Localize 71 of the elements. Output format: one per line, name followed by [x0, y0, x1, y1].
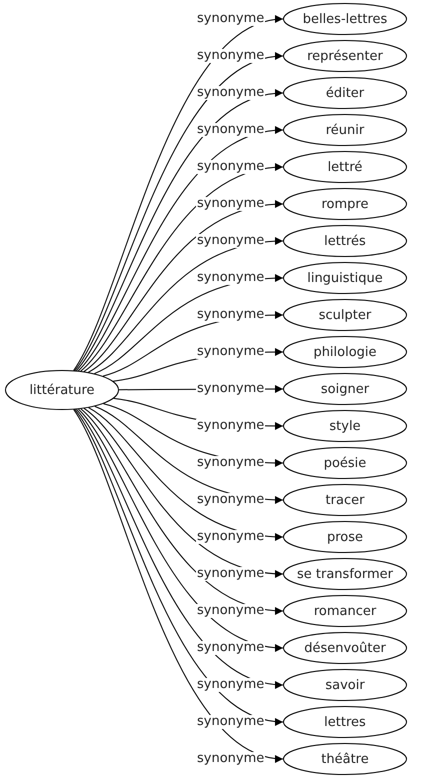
arrow — [88, 238, 284, 373]
arrow — [84, 408, 284, 578]
node-label: soigner — [320, 382, 370, 396]
edge-label: synonyme — [196, 160, 266, 174]
edge-label: synonyme — [196, 493, 266, 507]
ellipse-node — [283, 336, 407, 368]
ellipse-node — [283, 262, 407, 294]
node-label: prose — [326, 530, 364, 544]
ellipse-node — [283, 706, 407, 738]
edge-label: synonyme — [196, 12, 266, 26]
edge-label: synonyme — [196, 382, 266, 396]
node-label: se transformer — [297, 566, 393, 582]
node-label: linguistique — [307, 270, 383, 286]
ellipse-node — [283, 225, 407, 257]
ellipse-node — [283, 558, 407, 590]
edge-label: synonyme — [196, 752, 266, 766]
ellipse-node — [283, 669, 407, 701]
arrow — [88, 407, 284, 540]
ellipse-node — [283, 373, 407, 405]
ellipse-node — [283, 3, 407, 35]
node-label: style — [329, 418, 361, 434]
arrow — [83, 200, 284, 372]
node-label: représenter — [307, 48, 383, 64]
edge-label: synonyme — [196, 271, 266, 285]
edge-label: synonyme — [196, 678, 266, 692]
edge-label: synonyme — [196, 234, 266, 248]
node-label: sculpter — [318, 308, 372, 322]
node-label: belles-lettres — [302, 12, 388, 26]
ellipse-node — [283, 40, 407, 72]
edge-label: synonyme — [196, 308, 266, 322]
ellipse-node — [283, 114, 407, 146]
node-label: savoir — [325, 678, 365, 692]
arrow — [80, 164, 284, 372]
arrow — [80, 408, 284, 614]
node-label: romancer — [314, 604, 376, 618]
node-label: poésie — [324, 456, 366, 470]
node-label: littérature — [29, 382, 95, 398]
ellipse-node — [283, 151, 407, 183]
edge-label: synonyme — [196, 567, 266, 581]
node-label: philologie — [313, 344, 377, 360]
ellipse-node — [283, 447, 407, 479]
edge-label: synonyme — [196, 456, 266, 470]
edge-label: synonyme — [196, 123, 266, 137]
edge-label: synonyme — [196, 604, 266, 618]
edge-label: synonyme — [196, 530, 266, 544]
ellipse-node — [283, 410, 407, 442]
ellipse-node — [283, 521, 407, 553]
edge-label: synonyme — [196, 49, 266, 63]
ellipse-node — [283, 299, 407, 331]
edge-label: synonyme — [196, 197, 266, 211]
ellipse-node — [283, 77, 407, 109]
edge-label: synonyme — [196, 345, 266, 359]
node-label: désenvoûter — [304, 640, 386, 656]
ellipse-node — [283, 188, 407, 220]
edge-label: synonyme — [196, 86, 266, 100]
edge-label: synonyme — [196, 419, 266, 433]
edge-label: synonyme — [196, 641, 266, 655]
ellipse-node — [283, 632, 407, 664]
ellipse-node — [283, 595, 407, 627]
node-label: tracer — [326, 492, 364, 508]
node-label: lettrés — [324, 234, 366, 248]
ellipse-node — [283, 743, 407, 775]
node-label: éditer — [326, 86, 364, 100]
node-label: lettres — [324, 714, 366, 730]
ellipse-node — [283, 484, 407, 516]
edge-label: synonyme — [196, 715, 266, 729]
node-label: rompre — [322, 196, 368, 212]
node-label: réunir — [326, 122, 364, 138]
node-label: lettré — [328, 160, 362, 174]
node-label: théâtre — [321, 752, 369, 766]
ellipse-node — [5, 370, 119, 410]
